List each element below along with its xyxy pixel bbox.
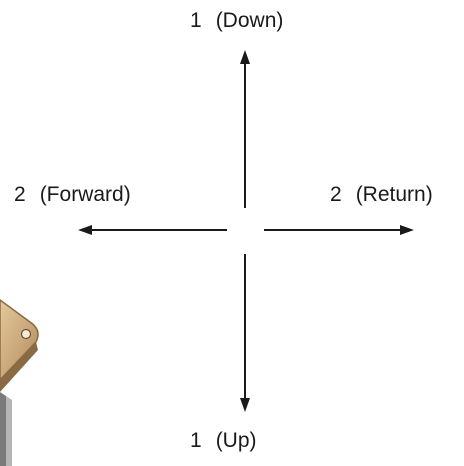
label-up-number: 1 bbox=[190, 429, 202, 452]
label-return-text: (Return) bbox=[355, 183, 433, 206]
plate-hole bbox=[20, 328, 32, 340]
label-up-text: (Up) bbox=[215, 429, 257, 452]
label-down-text: (Down) bbox=[215, 9, 284, 32]
label-return: 2 (Return) bbox=[330, 182, 433, 208]
label-forward-text: (Forward) bbox=[39, 183, 131, 206]
label-up: 1 (Up) bbox=[190, 428, 257, 454]
bracket-plate-image bbox=[0, 299, 39, 466]
label-forward: 2 (Forward) bbox=[14, 182, 131, 208]
label-forward-number: 2 bbox=[14, 183, 26, 206]
label-down: 1 (Down) bbox=[190, 8, 283, 34]
arrow-left bbox=[78, 225, 227, 235]
label-down-number: 1 bbox=[190, 9, 202, 32]
arrow-right bbox=[264, 225, 414, 235]
arrow-down bbox=[240, 254, 250, 412]
arrow-up bbox=[240, 50, 250, 208]
label-return-number: 2 bbox=[330, 183, 342, 206]
